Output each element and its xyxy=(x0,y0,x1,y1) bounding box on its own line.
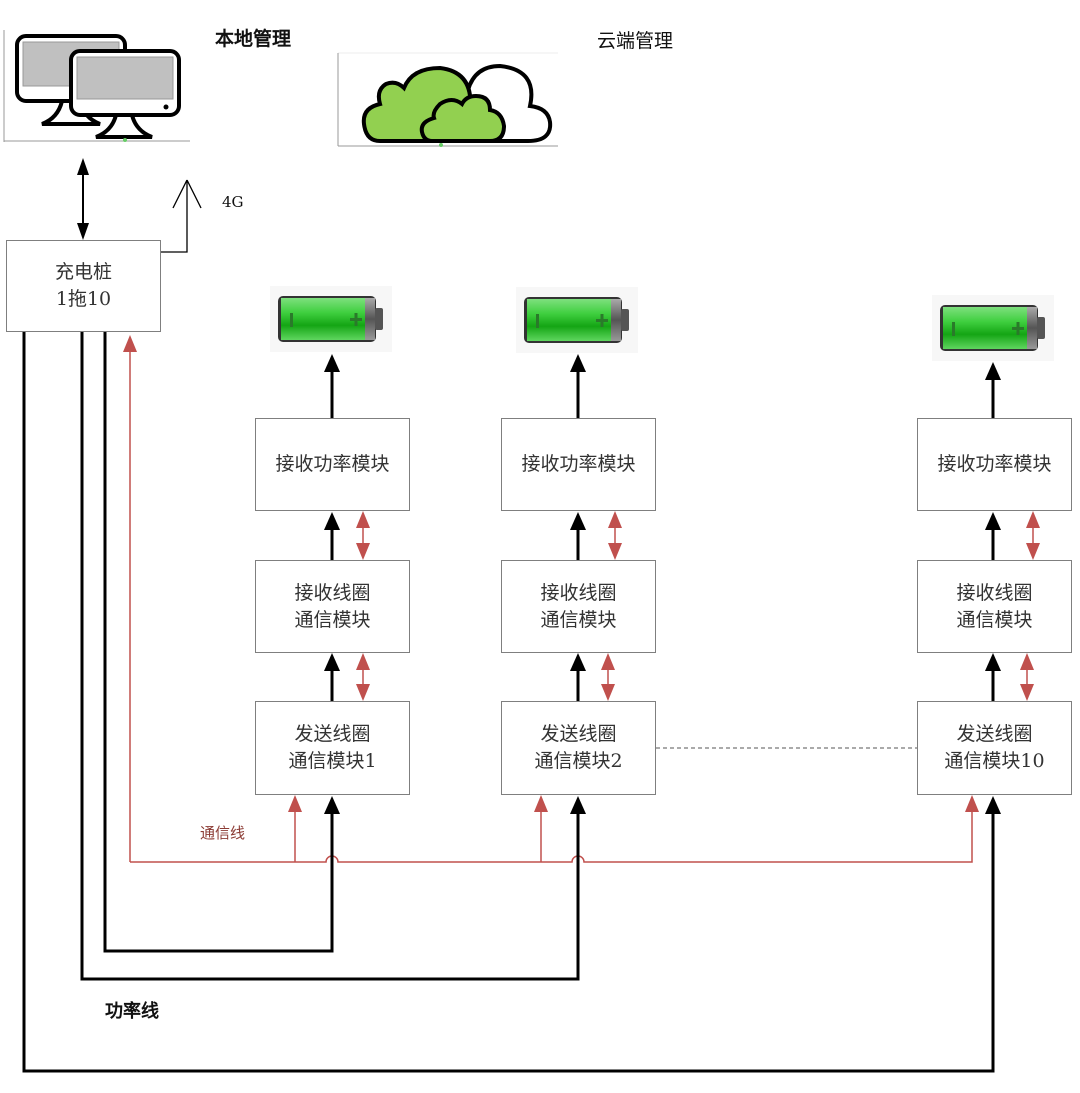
battery-icon xyxy=(270,286,392,352)
cloud-icon xyxy=(337,52,558,147)
battery-icon xyxy=(516,287,638,353)
receive-power-module-1: 接收功率模块 xyxy=(255,418,410,511)
battery-icon xyxy=(932,295,1054,361)
power-arrows-to-battery xyxy=(324,354,1001,418)
antenna-icon xyxy=(160,179,202,253)
module-link-arrows xyxy=(324,511,1040,701)
local-link-arrow xyxy=(77,158,89,240)
receive-power-module-2: 接收功率模块 xyxy=(501,418,656,511)
receive-coil-comm-module-10: 接收线圈 通信模块 xyxy=(917,560,1072,653)
power-line-label: 功率线 xyxy=(105,1001,159,1022)
charger-box: 充电桩 1拖10 xyxy=(6,240,161,332)
network-4g-label: 4G xyxy=(222,193,244,211)
local-management-label: 本地管理 xyxy=(215,28,292,50)
receive-power-module-10: 接收功率模块 xyxy=(917,418,1072,511)
power-lines xyxy=(22,332,1001,1073)
desktop-computers-icon xyxy=(3,30,190,142)
receive-coil-comm-module-2: 接收线圈 通信模块 xyxy=(501,560,656,653)
transmit-coil-comm-module-1: 发送线圈 通信模块1 xyxy=(255,701,410,795)
receive-coil-comm-module-1: 接收线圈 通信模块 xyxy=(255,560,410,653)
cloud-management-label: 云端管理 xyxy=(597,30,674,52)
comm-line xyxy=(123,335,979,863)
comm-line-label: 通信线 xyxy=(200,824,246,842)
transmit-coil-comm-module-2: 发送线圈 通信模块2 xyxy=(501,701,656,795)
transmit-coil-comm-module-10: 发送线圈 通信模块10 xyxy=(917,701,1072,795)
